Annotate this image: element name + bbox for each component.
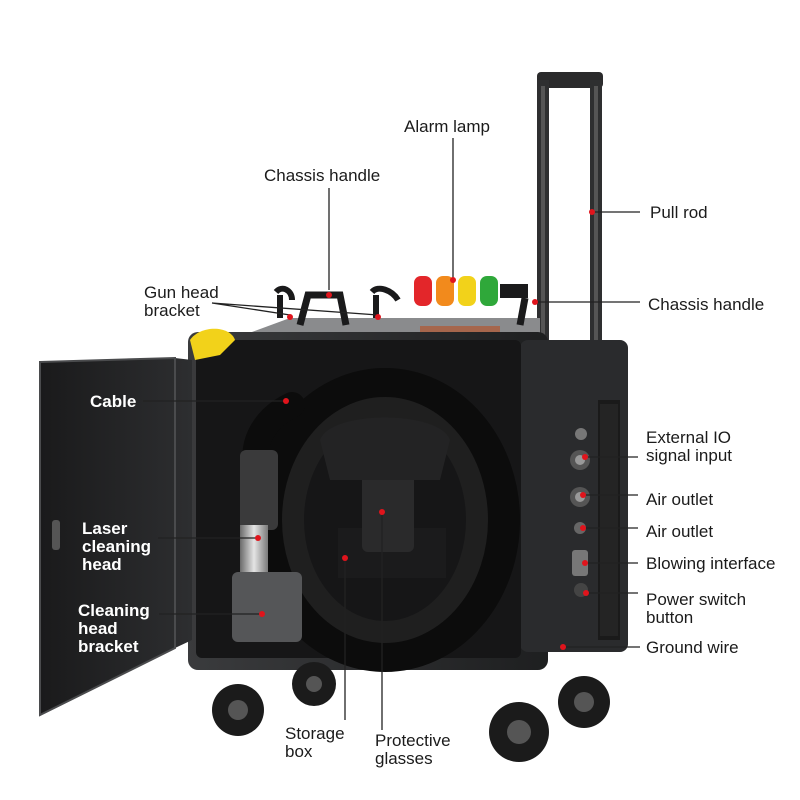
side-vents	[598, 400, 620, 640]
pull-rod-shape	[537, 72, 603, 370]
label-air-outlet-1: Air outlet	[646, 490, 714, 509]
label-pull-rod: Pull rod	[650, 203, 708, 222]
leader-lines	[143, 138, 640, 730]
label-laser-cleaning-head: Laser cleaning head	[82, 519, 151, 574]
door-panel	[40, 358, 192, 715]
label-power-switch: Power switch button	[646, 590, 747, 627]
label-protective-glasses: Protective glasses	[375, 731, 451, 768]
label-external-io: External IO signal input	[646, 428, 733, 465]
label-storage-box: Storage box	[285, 724, 345, 761]
label-alarm-lamp: Alarm lamp	[404, 117, 490, 136]
door-latch	[52, 520, 60, 550]
gun-grip	[240, 450, 278, 530]
label-cable: Cable	[90, 392, 137, 411]
label-chassis-handle-top: Chassis handle	[264, 166, 381, 185]
alarm-lamp-shape	[414, 276, 529, 326]
head-bracket-shape	[232, 572, 302, 642]
glasses-holder	[362, 468, 414, 552]
label-gun-head-bracket: Gun head bracket	[144, 283, 219, 320]
label-blowing-interface: Blowing interface	[646, 554, 776, 573]
callout-markers	[255, 209, 595, 650]
wheels	[212, 662, 610, 762]
label-chassis-handle-right: Chassis handle	[648, 295, 765, 314]
label-air-outlet-2: Air outlet	[646, 522, 714, 541]
yellow-bracket	[190, 328, 235, 360]
label-cleaning-head-bracket: Cleaning head bracket	[78, 601, 150, 656]
label-ground-wire: Ground wire	[646, 638, 739, 657]
